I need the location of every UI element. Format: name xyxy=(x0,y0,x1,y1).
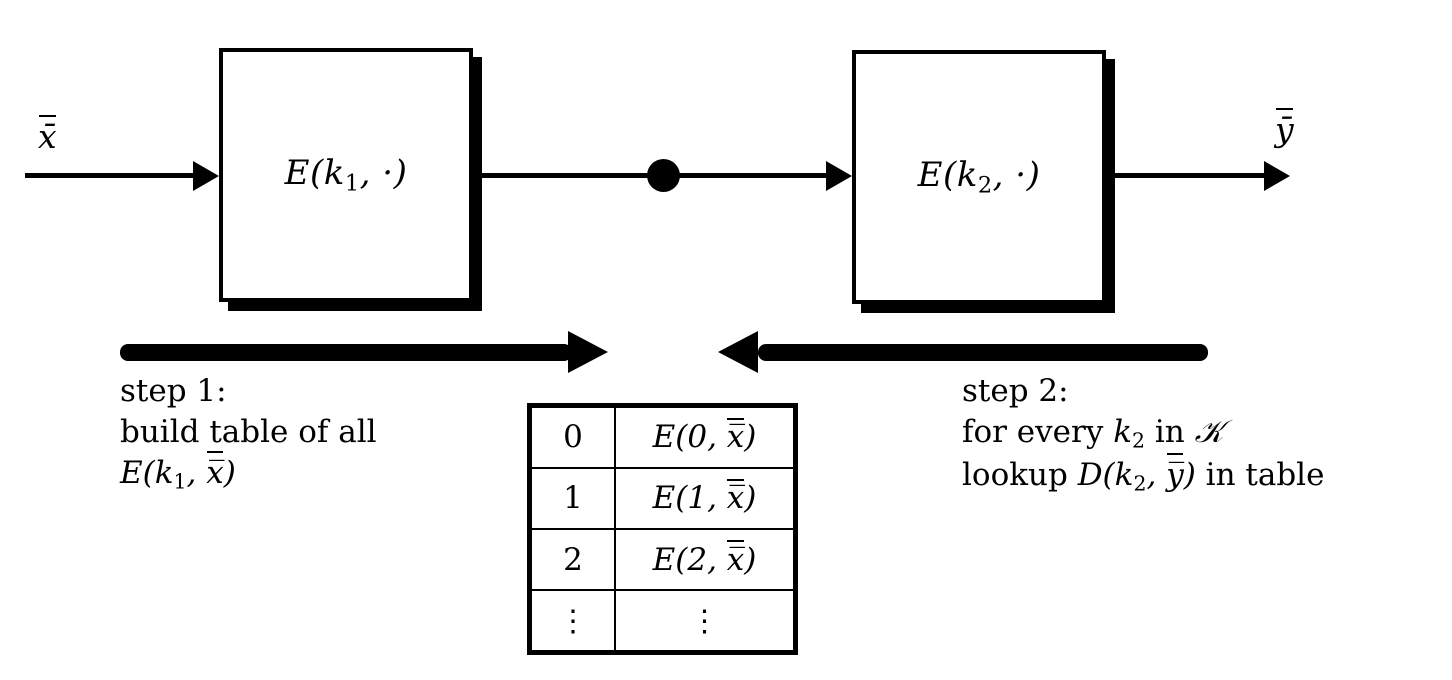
table-row[interactable]: 1 E(1, x̅) xyxy=(532,466,793,530)
step2-line2-text-b: in xyxy=(1145,413,1195,450)
table-row[interactable]: 2 E(2, x̅) xyxy=(532,527,793,592)
output-wire-arrowhead xyxy=(1264,161,1290,191)
block-encrypt-k2-label: E(k2, ·) xyxy=(917,155,1041,199)
table-cell-value-ellipsis: ⋮ xyxy=(614,589,793,650)
step2-line2-text-a: for every xyxy=(962,413,1114,450)
table-cell-key: 2 xyxy=(532,527,616,592)
table-cell-value: E(2, x̅) xyxy=(614,527,793,592)
step2-line3-text-b: in table xyxy=(1195,456,1325,493)
table-cell-key: 1 xyxy=(532,466,616,530)
step2-line2: for every k2 in 𝒦 xyxy=(962,413,1224,453)
intermediate-value-tap-dot xyxy=(647,159,680,192)
input-wire xyxy=(25,173,195,178)
step1-caption: step 1: build table of all E(k1, x̅) xyxy=(120,371,377,496)
step2-arrow-head xyxy=(718,331,758,373)
output-wire xyxy=(1106,173,1266,178)
lookup-table-grid: 0 E(0, x̅) 1 E(1, x̅) 2 E(2, x̅) xyxy=(532,408,793,650)
step2-line3: lookup D(k2, y̅) in table xyxy=(962,452,1325,496)
intermediate-wire-arrowhead xyxy=(826,161,852,191)
table-cell-key: 0 xyxy=(532,408,616,469)
block-encrypt-k1-label: E(k1, ·) xyxy=(284,153,408,197)
step2-arrow-shaft xyxy=(758,344,1208,361)
block-encrypt-k2[interactable]: E(k2, ·) xyxy=(852,50,1106,304)
step1-arrow-head xyxy=(568,331,608,373)
output-label-ybar: ȳ xyxy=(1275,108,1294,149)
step2-caption: step 2: for every k2 in 𝒦 lookup D(k2, y… xyxy=(962,371,1324,497)
table-cell-key-ellipsis: ⋮ xyxy=(532,589,616,650)
step2-heading: step 2: xyxy=(962,373,1069,409)
step1-heading: step 1: xyxy=(120,373,227,409)
input-label-xbar: x̄ xyxy=(38,115,57,156)
table-cell-value: E(0, x̅) xyxy=(614,408,793,469)
input-wire-arrowhead xyxy=(193,161,219,191)
table-row[interactable]: 0 E(0, x̅) xyxy=(532,408,793,469)
table-row-ellipsis: ⋮ ⋮ xyxy=(532,589,793,650)
table-cell-value: E(1, x̅) xyxy=(614,466,793,530)
lookup-table[interactable]: 0 E(0, x̅) 1 E(1, x̅) 2 E(2, x̅) xyxy=(527,403,798,655)
step1-line3: E(k1, x̅) xyxy=(120,450,236,494)
step2-line3-text-a: lookup xyxy=(962,456,1078,493)
block-encrypt-k1[interactable]: E(k1, ·) xyxy=(219,48,473,302)
step1-line2: build table of all xyxy=(120,413,377,450)
step1-arrow-shaft xyxy=(120,344,572,361)
